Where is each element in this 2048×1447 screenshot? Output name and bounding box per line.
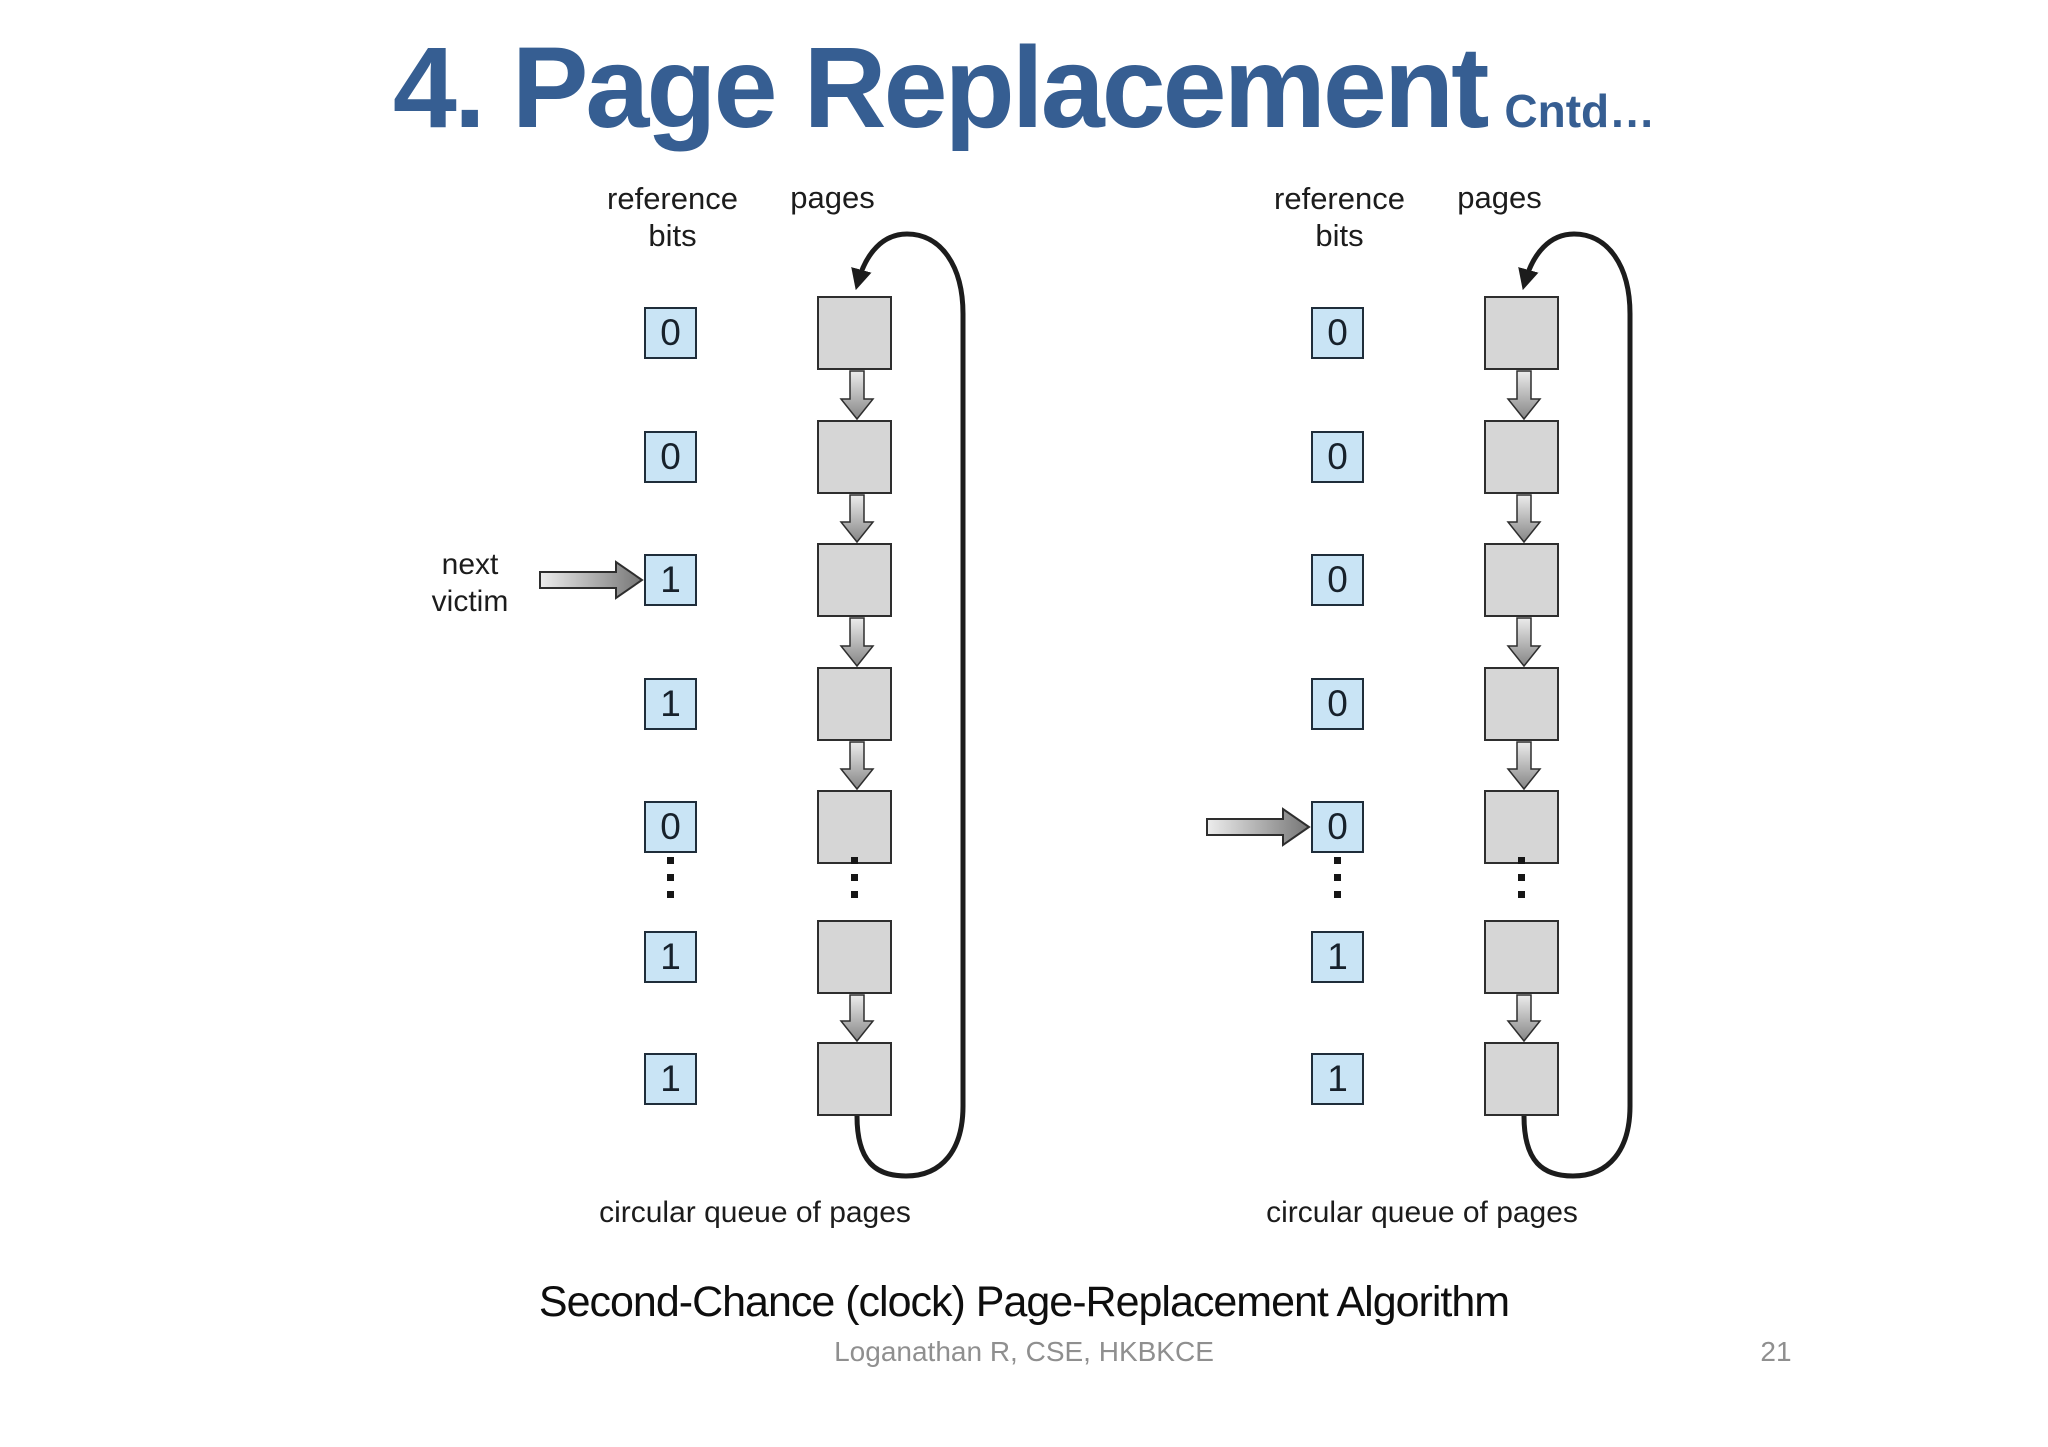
pointer-arrow-icon	[1206, 807, 1311, 847]
circular-queue-label: circular queue of pages	[599, 1196, 911, 1229]
vertical-ellipsis	[817, 857, 892, 908]
page-frame	[817, 1042, 892, 1116]
reference-bit-pointed: 0	[1311, 801, 1364, 853]
vertical-ellipsis	[1311, 857, 1364, 908]
reference-bit: 1	[644, 1053, 697, 1105]
reference-bits-label: reference bits	[607, 181, 738, 253]
reference-bits-label: reference bits	[1274, 181, 1405, 253]
pages-label: pages	[1457, 180, 1542, 215]
reference-bit: 0	[644, 431, 697, 483]
page-frame	[1484, 667, 1559, 741]
page-frame	[1484, 420, 1559, 494]
vertical-ellipsis	[644, 857, 697, 908]
page-frame	[817, 420, 892, 494]
figure-caption: Second-Chance (clock) Page-Replacement A…	[538, 1278, 1510, 1326]
reference-bit: 1	[644, 931, 697, 983]
page-frame	[1484, 543, 1559, 617]
title-suffix: Cntd…	[1504, 85, 1656, 137]
slide-page-number: 21	[1760, 1336, 1792, 1367]
vertical-ellipsis	[1484, 857, 1559, 908]
page-frame	[817, 790, 892, 864]
page-frame	[817, 543, 892, 617]
page-frame	[817, 667, 892, 741]
down-arrow-icons	[839, 370, 875, 1043]
page-frame	[1484, 1042, 1559, 1116]
page-frame	[817, 920, 892, 994]
reference-bit: 1	[1311, 1053, 1364, 1105]
circular-queue-label: circular queue of pages	[1266, 1196, 1578, 1229]
footer-author: Loganathan R, CSE, HKBKCE	[834, 1336, 1214, 1367]
reference-bit: 0	[1311, 554, 1364, 606]
reference-bit: 0	[1311, 678, 1364, 730]
reference-bit: 1	[1311, 931, 1364, 983]
circular-queue-loop-arrow-icon	[1506, 231, 1633, 1179]
reference-bit: 0	[644, 801, 697, 853]
page-title: 4. Page Replacement Cntd…	[0, 22, 2048, 154]
next-victim-arrow-icon	[539, 560, 644, 600]
reference-bit: 0	[1311, 431, 1364, 483]
reference-bit: 0	[1311, 307, 1364, 359]
page-frame	[1484, 296, 1559, 370]
down-arrow-icons	[1506, 370, 1542, 1043]
reference-bit-next-victim: 1	[644, 554, 697, 606]
page-frame	[817, 296, 892, 370]
circular-queue-loop-arrow-icon	[839, 231, 966, 1179]
reference-bit: 0	[644, 307, 697, 359]
page-frame	[1484, 920, 1559, 994]
next-victim-label: next victim	[431, 548, 509, 618]
title-main: 4. Page Replacement	[392, 24, 1490, 152]
pages-label: pages	[790, 180, 875, 215]
reference-bit: 1	[644, 678, 697, 730]
page-frame	[1484, 790, 1559, 864]
